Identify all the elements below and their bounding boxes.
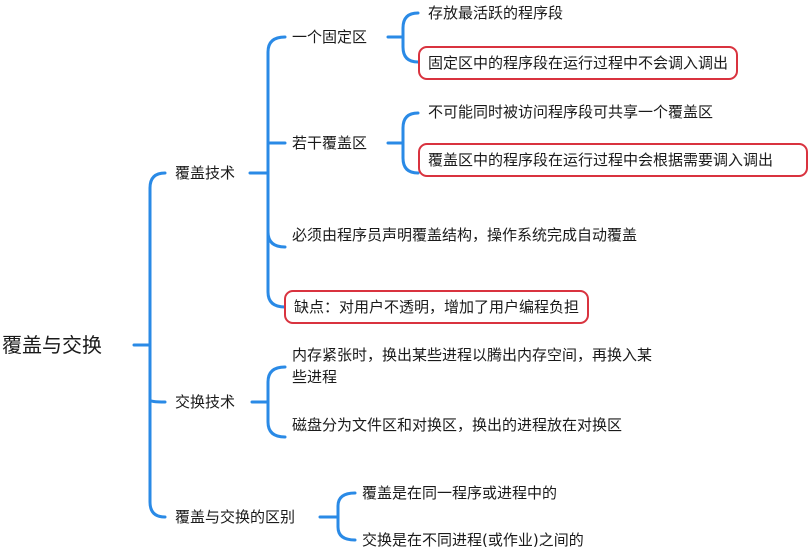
leaf-share-overlay-area[interactable]: 不可能同时被访问程序段可共享一个覆盖区 [428, 103, 714, 121]
node-fixed-area[interactable]: 一个固定区 [292, 28, 368, 46]
leaf-most-active-segment[interactable]: 存放最活跃的程序段 [428, 4, 564, 22]
branch-swapping-technique[interactable]: 交换技术 [175, 393, 236, 411]
leaf-swap-different-process[interactable]: 交换是在不同进程(或作业)之间的 [362, 531, 584, 549]
leaf-overlay-same-program[interactable]: 覆盖是在同一程序或进程中的 [362, 484, 558, 502]
node-drawback[interactable]: 缺点：对用户不透明，增加了用户编程负担 [284, 290, 590, 324]
node-overlay-areas[interactable]: 若干覆盖区 [292, 134, 368, 152]
leaf-overlay-swap-as-needed[interactable]: 覆盖区中的程序段在运行过程中会根据需要调入调出 [418, 143, 808, 177]
root-node[interactable]: 覆盖与交换 [2, 333, 102, 357]
leaf-fixed-area-no-swap[interactable]: 固定区中的程序段在运行过程中不会调入调出 [418, 46, 739, 80]
branch-difference[interactable]: 覆盖与交换的区别 [175, 508, 296, 526]
branch-overlay-technique[interactable]: 覆盖技术 [175, 164, 236, 182]
node-memory-tight[interactable]: 内存紧张时，换出某些进程以腾出内存空间，再换入某些进程 [292, 346, 653, 386]
node-disk-areas[interactable]: 磁盘分为文件区和对换区，换出的进程放在对换区 [292, 416, 623, 434]
node-programmer-declares[interactable]: 必须由程序员声明覆盖结构，操作系统完成自动覆盖 [292, 226, 638, 244]
